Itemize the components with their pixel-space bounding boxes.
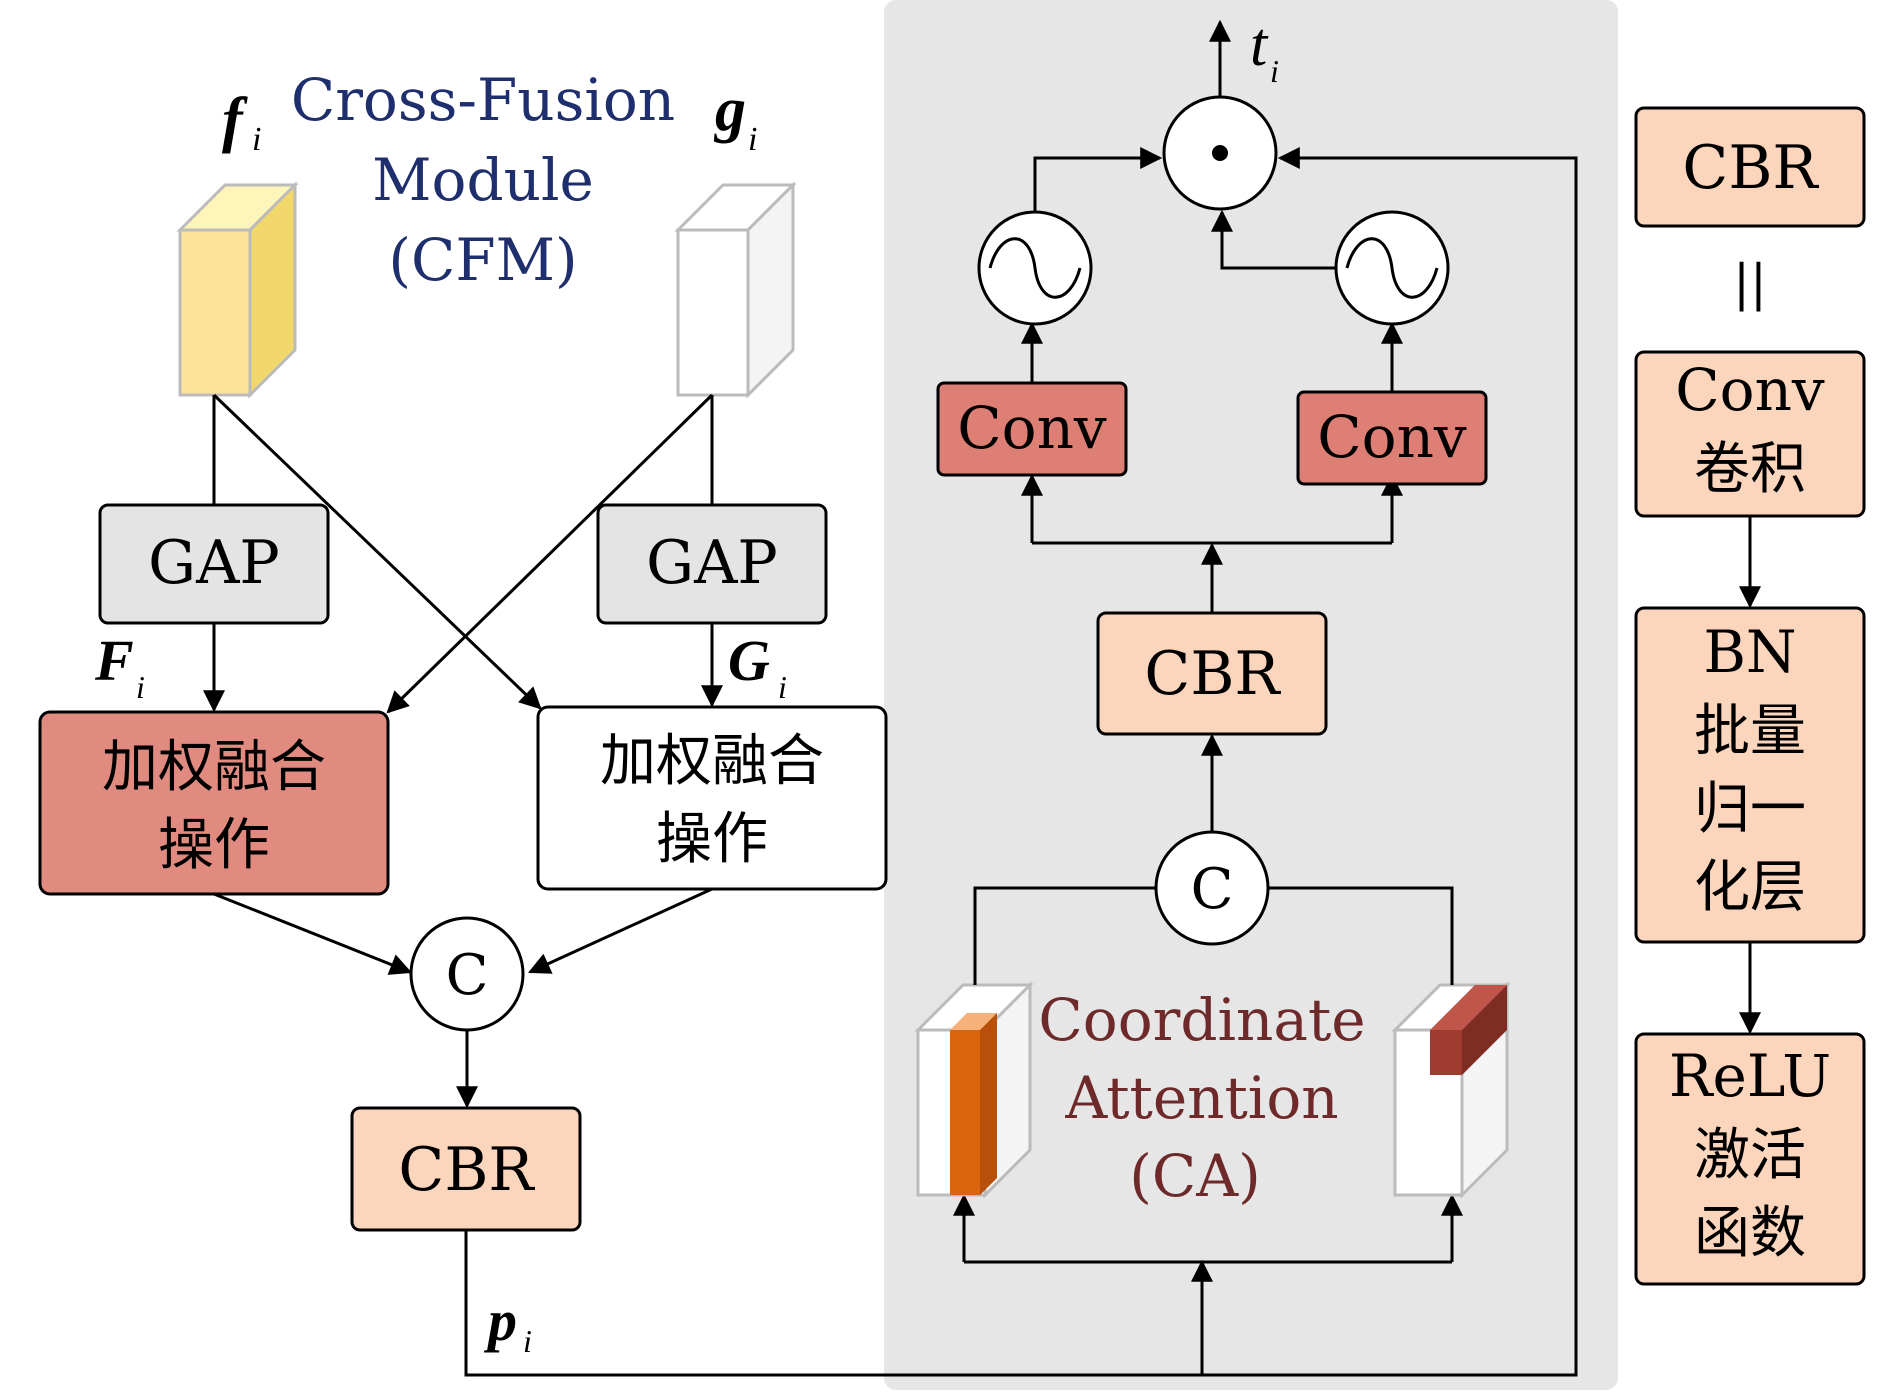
- feature-block-f: [176, 181, 299, 399]
- cfm-cbr-label: CBR: [398, 1135, 535, 1205]
- G-label: G i: [728, 628, 787, 705]
- weighted-fusion-right-line-2: 操作: [656, 807, 768, 872]
- weighted-fusion-left-line-2: 操作: [158, 813, 270, 878]
- cfm-concat-symbol: C: [446, 943, 489, 1008]
- svg-text:i: i: [748, 121, 757, 158]
- legend-relu-box: [1634, 1032, 1866, 1286]
- svg-text:t: t: [1250, 11, 1269, 79]
- weighted-left-to-concat-arrow: [213, 892, 413, 975]
- conv-label-left: Conv: [957, 394, 1107, 462]
- legend-conv-line-1: Conv: [1675, 356, 1825, 424]
- ca-left-to-concat-line: [973, 886, 1155, 985]
- svg-text:f: f: [222, 86, 248, 154]
- legend-relu-line-2: 激活: [1694, 1123, 1806, 1188]
- F-label: F i: [94, 628, 145, 705]
- input-g-label: g i: [713, 76, 757, 158]
- output-t-label: t i: [1250, 11, 1279, 89]
- svg-text:i: i: [136, 669, 145, 705]
- f-cross-arrow: [212, 393, 542, 710]
- svg-text:i: i: [778, 669, 787, 705]
- legend-bn-line-4: 化层: [1694, 855, 1806, 920]
- legend-relu-line-1: ReLU: [1669, 1042, 1831, 1110]
- svg-text:G: G: [728, 628, 770, 693]
- ca-feature-block-right: [1391, 981, 1511, 1199]
- feature-block-g: [674, 181, 797, 399]
- ca-title-line-2: Attention: [1064, 1064, 1338, 1132]
- ca-concat-symbol: C: [1191, 857, 1234, 922]
- weighted-fusion-left-line-1: 加权融合: [102, 735, 326, 800]
- output-p-label: p i: [483, 1288, 532, 1359]
- ca-title-line-1: Coordinate: [1038, 986, 1365, 1054]
- gap-label-right: GAP: [646, 528, 778, 598]
- ca-cbr-label: CBR: [1144, 639, 1281, 709]
- svg-text:g: g: [713, 76, 746, 144]
- legend-conv-line-2: 卷积: [1694, 437, 1806, 502]
- svg-text:i: i: [252, 121, 261, 158]
- svg-text:i: i: [523, 1323, 532, 1359]
- ca-right-to-concat-line: [1268, 886, 1454, 985]
- multiply-icon: [1162, 95, 1278, 211]
- conv-label-right: Conv: [1317, 403, 1467, 471]
- cfm-title-line-2: Module: [372, 146, 594, 214]
- legend-cbr-label: CBR: [1682, 133, 1819, 203]
- ca-feature-block-left: [914, 981, 1034, 1199]
- legend-cbr-box: [1634, 106, 1866, 228]
- sigmoid-icon-left: [977, 210, 1093, 326]
- legend-bn-line-1: BN: [1703, 618, 1796, 686]
- weighted-fusion-right-line-1: 加权融合: [600, 729, 824, 794]
- cfm-title-line-1: Cross-Fusion: [291, 66, 675, 134]
- ca-title-line-3: (CA): [1129, 1142, 1261, 1210]
- sigmoid-icon-right: [1334, 210, 1450, 326]
- sigmoid-right-to-multiply-arrow: [1211, 209, 1336, 270]
- legend-relu-line-3: 函数: [1694, 1201, 1806, 1266]
- legend-bn-line-2: 批量: [1694, 699, 1806, 764]
- svg-text:F: F: [94, 628, 134, 693]
- gap-label-left: GAP: [148, 528, 280, 598]
- svg-text:p: p: [483, 1288, 517, 1353]
- weighted-right-to-concat-arrow: [527, 887, 713, 974]
- g-cross-arrow: [386, 393, 714, 714]
- p-output-line: [464, 147, 1578, 1377]
- sigmoid-left-to-multiply-arrow: [1033, 147, 1163, 212]
- input-f-label: f i: [222, 86, 261, 158]
- cfm-title-line-3: (CFM): [388, 226, 577, 294]
- svg-text:i: i: [1270, 53, 1279, 89]
- legend-equals: ||: [1733, 254, 1767, 312]
- legend-bn-line-3: 归一: [1694, 777, 1806, 842]
